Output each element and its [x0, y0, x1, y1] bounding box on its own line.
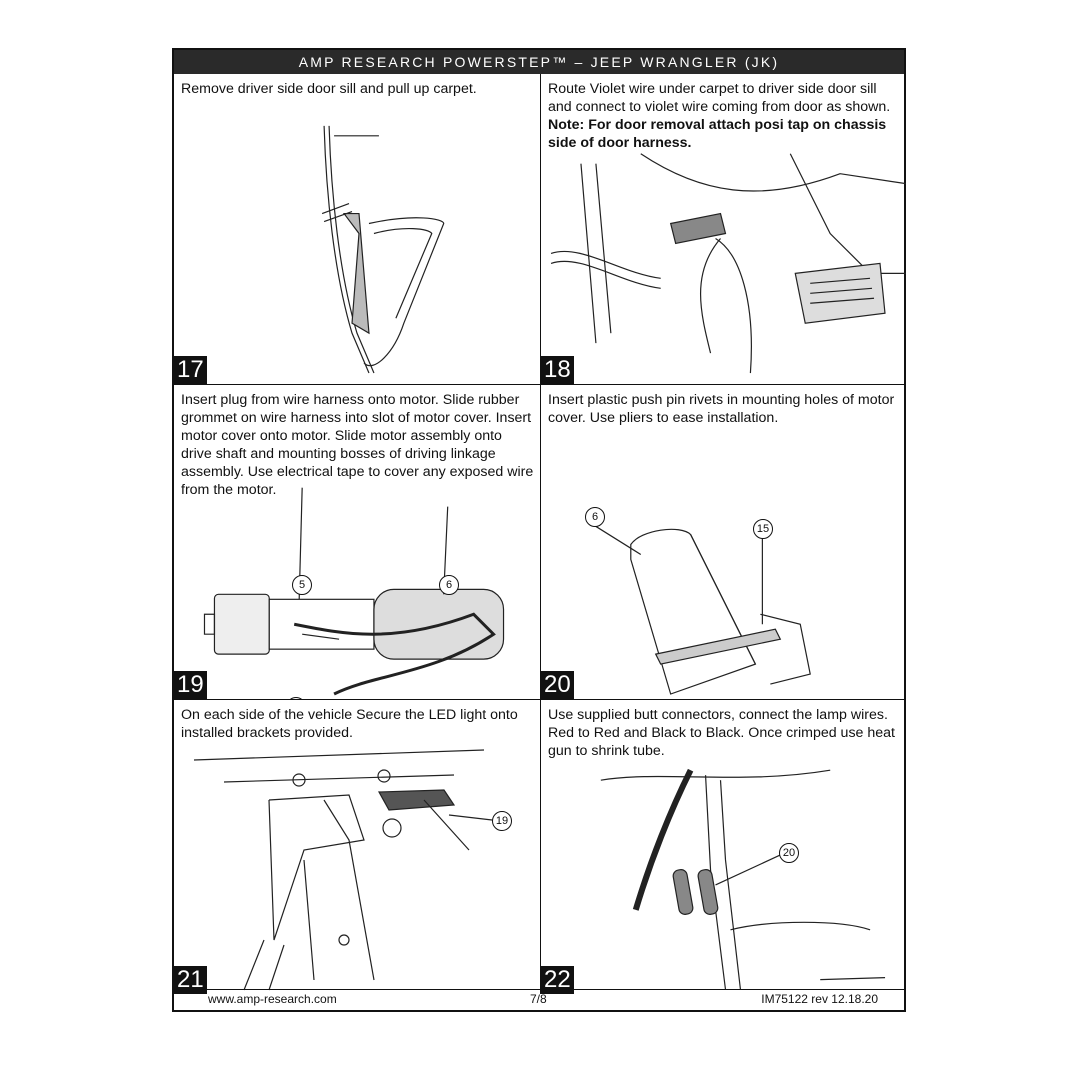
step-number-badge: 19	[174, 671, 207, 699]
step-21-panel: On each side of the vehicle Secure the L…	[174, 700, 540, 994]
step-text: Use supplied butt connectors, connect th…	[548, 707, 895, 759]
butt-connector-illustration	[600, 768, 886, 990]
page-title: AMP RESEARCH POWERSTEP™ – JEEP WRANGLER …	[174, 50, 904, 74]
document-revision: IM75122 rev 12.18.20	[761, 992, 878, 1006]
step-number-badge: 17	[174, 356, 207, 384]
step-22-panel: Use supplied butt connectors, connect th…	[540, 700, 906, 994]
callout-19: 19	[492, 811, 512, 831]
step-note: Note: For door removal attach posi tap o…	[548, 117, 887, 151]
violet-wire-illustration	[550, 153, 906, 374]
step-text: Insert plastic push pin rivets in mounti…	[548, 392, 895, 426]
instruction-page: AMP RESEARCH POWERSTEP™ – JEEP WRANGLER …	[172, 48, 906, 1012]
step-number-badge: 18	[541, 356, 574, 384]
motor-assembly-illustration	[203, 487, 505, 696]
callout-5: 5	[292, 575, 312, 595]
step-text: Insert plug from wire harness onto motor…	[181, 392, 534, 498]
callout-15: 15	[753, 519, 773, 539]
step-text: On each side of the vehicle Secure the L…	[181, 707, 518, 741]
website-link[interactable]: www.amp-research.com	[208, 992, 337, 1006]
motor-cover-illustration	[592, 524, 811, 695]
step-text: Route Violet wire under carpet to driver…	[548, 81, 891, 151]
led-light-bracket-illustration	[193, 749, 493, 991]
step-18-panel: Route Violet wire under carpet to driver…	[540, 74, 906, 385]
step-19-panel: Insert plug from wire harness onto motor…	[174, 385, 540, 700]
callout-20: 20	[779, 843, 799, 863]
callout-6: 6	[585, 507, 605, 527]
step-number-badge: 20	[541, 671, 574, 699]
step-20-panel: Insert plastic push pin rivets in mounti…	[540, 385, 906, 700]
callout-6: 6	[439, 575, 459, 595]
door-sill-illustration	[321, 125, 445, 374]
step-17-panel: Remove driver side door sill and pull up…	[174, 74, 540, 385]
page-number: 7/8	[530, 992, 547, 1006]
page-footer: www.amp-research.com 7/8 IM75122 rev 12.…	[174, 989, 904, 1010]
step-text: Remove driver side door sill and pull up…	[181, 81, 477, 97]
